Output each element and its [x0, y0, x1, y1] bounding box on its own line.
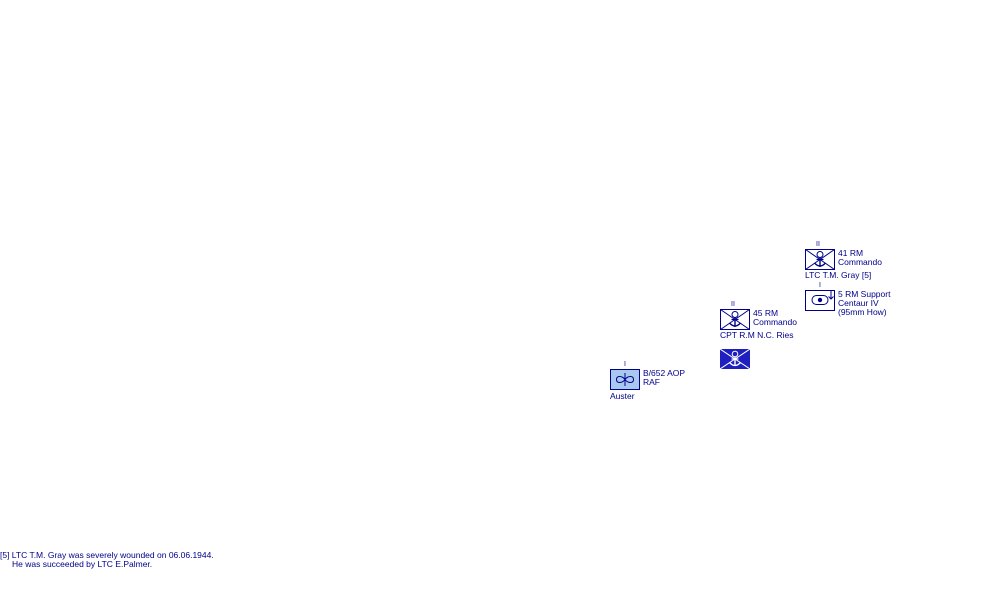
- equipment-label: Auster: [610, 391, 635, 401]
- echelon-marker: II: [731, 301, 735, 308]
- royal-marine-commando-filled-icon: [720, 349, 750, 369]
- unit-name-line1: B/652 AOP: [643, 368, 686, 378]
- echelon-marker: II: [816, 241, 820, 248]
- commander-label: CPT R.M N.C. Ries: [720, 330, 794, 340]
- unit-name-line1: 5 RM Support: [838, 289, 891, 299]
- armoured-artillery-icon: [805, 290, 835, 311]
- unit-name-line3: (95mm How): [838, 307, 887, 317]
- unit-name-line2: Centaur IV: [838, 298, 879, 308]
- unit-name-line2: RAF: [643, 377, 660, 387]
- unit-name-line2: Commando: [753, 317, 797, 327]
- footnote-line1: [5] LTC T.M. Gray was severely wounded o…: [0, 550, 214, 560]
- echelon-marker: I: [624, 361, 626, 368]
- unit-name-line2: Commando: [838, 257, 882, 267]
- royal-marine-commando-icon: [805, 249, 835, 270]
- echelon-marker: I: [819, 282, 821, 289]
- royal-marine-commando-icon: [720, 309, 750, 330]
- commander-label: LTC T.M. Gray [5]: [805, 270, 872, 280]
- footnote-line2: He was succeeded by LTC E.Palmer.: [12, 559, 153, 569]
- air-observation-post-icon: [610, 369, 640, 390]
- unit-name-line1: 41 RM: [838, 248, 864, 258]
- unit-name-line1: 45 RM: [753, 308, 779, 318]
